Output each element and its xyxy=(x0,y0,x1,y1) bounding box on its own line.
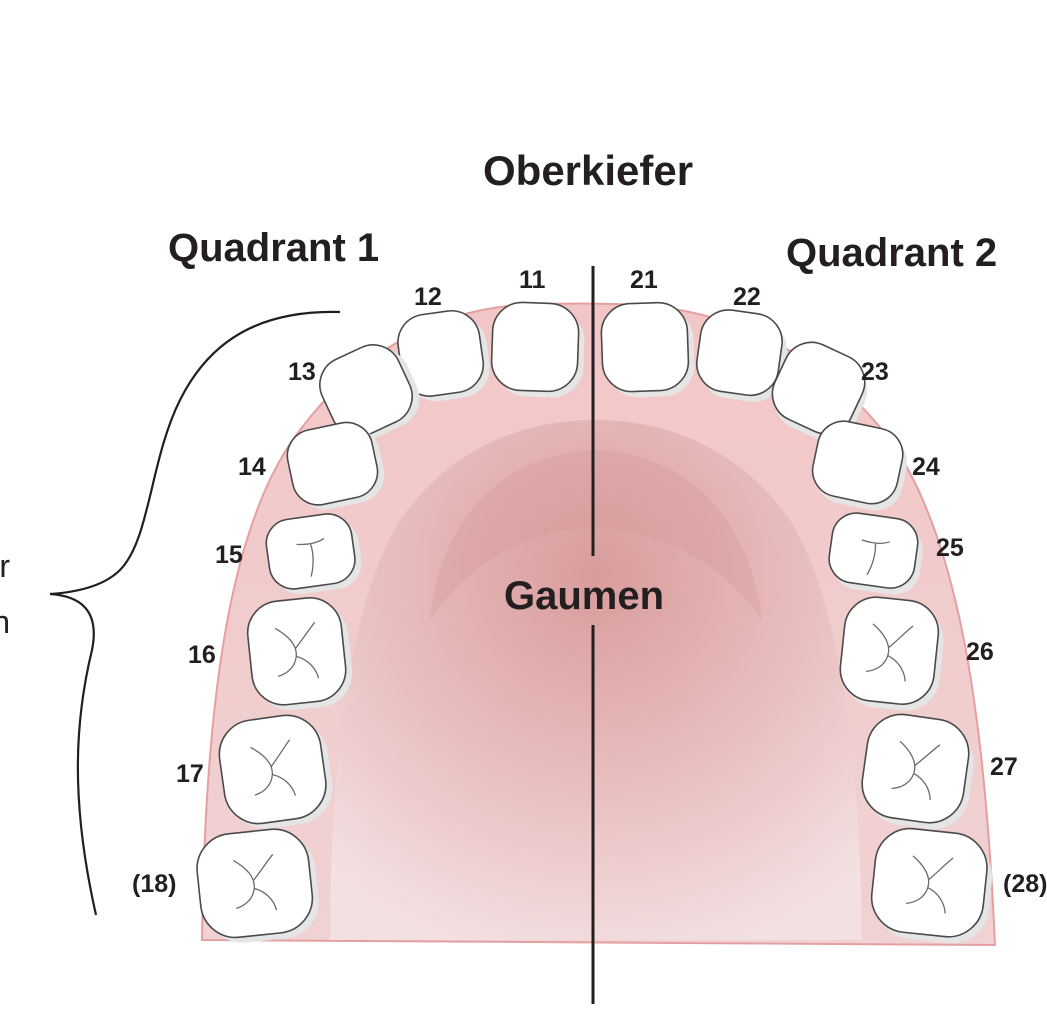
tooth-number-26: 26 xyxy=(966,638,994,666)
tooth-16 xyxy=(246,597,353,711)
tooth-number-14: 14 xyxy=(238,453,266,481)
tooth-25 xyxy=(828,512,923,595)
tooth-fissure xyxy=(232,853,278,911)
tooth-crown xyxy=(600,301,690,393)
tooth-crown xyxy=(771,341,866,435)
tooth-number-21: 21 xyxy=(630,266,658,294)
tooth-23 xyxy=(771,341,868,442)
tooth-crown xyxy=(286,421,379,506)
tooth-number-28: (28) xyxy=(1003,870,1047,898)
tooth-crown xyxy=(695,309,783,397)
tooth-number-11: 11 xyxy=(519,266,546,294)
tooth-crown xyxy=(828,512,919,589)
tooth-fissure xyxy=(250,739,297,796)
tooth-number-23: 23 xyxy=(861,358,889,386)
tooth-14 xyxy=(286,421,385,510)
tooth-17 xyxy=(218,714,333,829)
tooth-fissure xyxy=(891,740,941,800)
tooth-24 xyxy=(811,420,908,511)
edge-fragment-upper: r xyxy=(0,548,10,584)
palate xyxy=(330,420,862,940)
tooth-crown xyxy=(246,597,347,706)
quadrant-2-label: Quadrant 2 xyxy=(786,231,998,275)
tooth-crown xyxy=(870,827,988,938)
dental-diagram: Oberkiefer Quadrant 1 Quadrant 2 Gaumen … xyxy=(0,147,1047,1004)
edge-fragment-lower: n xyxy=(0,604,10,640)
tooth-number-22: 22 xyxy=(733,283,761,311)
tooth-number-15: 15 xyxy=(215,541,243,569)
tooth-crown xyxy=(196,828,314,939)
tooth-26 xyxy=(839,596,944,711)
tooth-13 xyxy=(319,344,420,440)
tooth-fissure xyxy=(296,537,325,577)
tooth-number-25: 25 xyxy=(936,534,964,562)
palate-inner xyxy=(430,450,762,620)
tooth-12 xyxy=(397,309,490,402)
tooth-27 xyxy=(861,713,974,830)
tooth-number-16: 16 xyxy=(188,641,216,669)
quadrant-brace xyxy=(49,310,341,916)
tooth-18 xyxy=(196,828,319,943)
teeth xyxy=(196,301,993,944)
tooth-crown xyxy=(811,420,904,505)
tooth-21 xyxy=(600,301,695,398)
tooth-fissure xyxy=(865,623,914,682)
tooth-crown xyxy=(490,301,580,393)
palate-label: Gaumen xyxy=(504,574,665,618)
tooth-crown xyxy=(218,714,327,825)
tooth-15 xyxy=(265,513,362,595)
tooth-fissure xyxy=(905,855,954,914)
tooth-number-12: 12 xyxy=(414,283,442,311)
tooth-fissure xyxy=(274,621,320,679)
tooth-number-24: 24 xyxy=(912,453,940,481)
tooth-crown xyxy=(265,513,356,590)
tooth-22 xyxy=(695,309,787,402)
quadrant-1-label: Quadrant 1 xyxy=(168,226,380,270)
tooth-crown xyxy=(319,344,413,437)
tooth-number-18: (18) xyxy=(132,870,177,898)
tooth-fissure xyxy=(861,539,891,576)
tooth-number-27: 27 xyxy=(990,753,1018,781)
tooth-number-17: 17 xyxy=(176,760,204,788)
jaw-label: Oberkiefer xyxy=(483,147,694,194)
tooth-11 xyxy=(490,301,585,398)
tooth-28 xyxy=(870,827,993,944)
tooth-crown xyxy=(839,596,940,705)
tooth-number-13: 13 xyxy=(288,358,316,386)
tooth-crown xyxy=(861,713,970,824)
upper-jaw-illustration xyxy=(49,266,997,1004)
